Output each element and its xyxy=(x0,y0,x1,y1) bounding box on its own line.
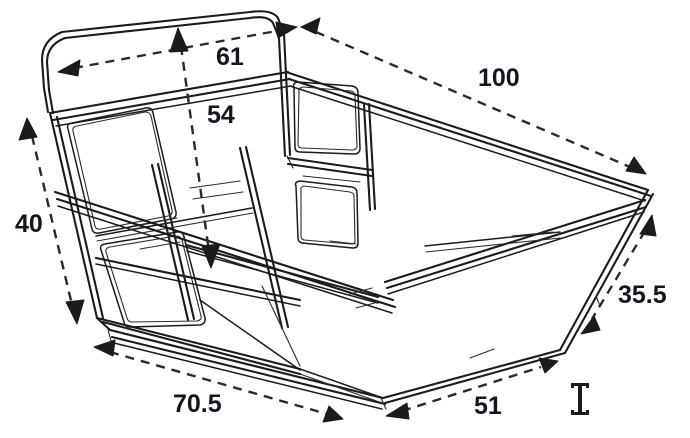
dimension-35-5 xyxy=(580,214,657,335)
dimension-51 xyxy=(385,357,559,420)
right-side-panel xyxy=(381,188,655,405)
basket-body xyxy=(40,10,655,410)
dimension-label-51: 51 xyxy=(474,392,502,420)
inner-back-panel xyxy=(286,81,377,249)
dimension-annotations xyxy=(18,17,657,423)
dimension-label-70-5: 70.5 xyxy=(173,390,222,418)
back-panel xyxy=(40,10,292,158)
top-rim-left-rail xyxy=(48,70,292,127)
dimension-100 xyxy=(300,17,647,175)
top-rim-back-rail xyxy=(284,70,653,202)
dimension-40 xyxy=(18,117,85,325)
dimension-label-35-5: 35.5 xyxy=(618,281,667,309)
text-ibeam-cursor xyxy=(571,383,589,415)
bracket-details xyxy=(189,155,601,359)
dimension-label-100: 100 xyxy=(478,64,520,92)
front-inner-panel xyxy=(199,285,384,404)
dimension-61 xyxy=(57,21,298,77)
dimension-label-61: 61 xyxy=(216,43,244,71)
dimension-70-5 xyxy=(93,339,344,423)
dimension-label-54: 54 xyxy=(207,101,235,129)
interior-diagonal-rail xyxy=(53,190,397,314)
dimension-label-40: 40 xyxy=(15,210,43,238)
bottom-front-rim xyxy=(107,328,387,410)
dimension-54 xyxy=(169,27,221,269)
interior-floor-rails xyxy=(94,243,380,307)
